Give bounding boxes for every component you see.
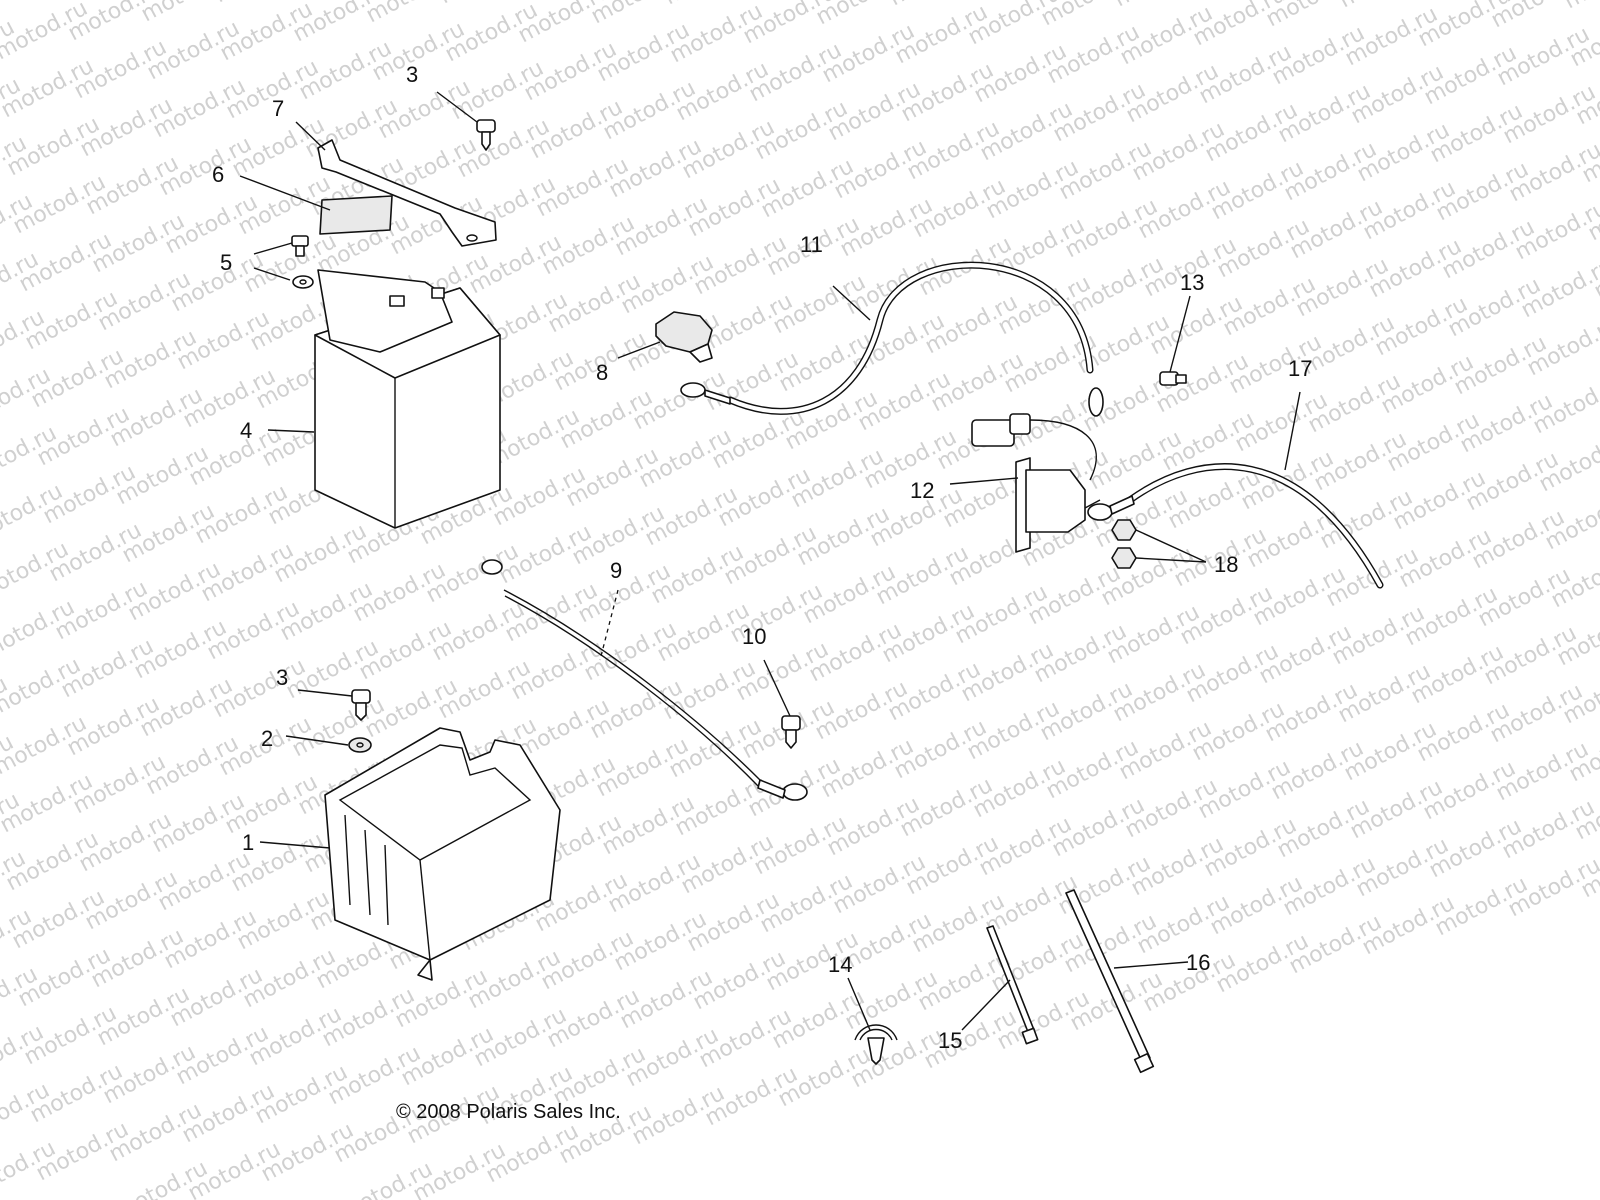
watermark-text-106: motod.ru	[1560, 0, 1600, 14]
callout-5: 5	[220, 250, 232, 275]
callout-7: 7	[272, 96, 284, 121]
part-2-washer	[348, 737, 372, 753]
callout-4: 4	[240, 418, 252, 443]
part-13-bolt	[1159, 371, 1187, 386]
callout-3-top: 3	[406, 62, 418, 87]
callout-1: 1	[242, 830, 254, 855]
leader-lines	[239, 91, 1301, 1031]
part-18-nuts	[1111, 519, 1137, 569]
callout-labels: 1 2 3 3 4 5 6 7 8 9 10 11 12 13 14 15 16…	[212, 62, 1312, 1053]
part-9-cable	[481, 559, 808, 801]
part-11-cable	[680, 261, 1104, 417]
callout-8: 8	[596, 360, 608, 385]
copyright-notice: © 2008 Polaris Sales Inc.	[396, 1101, 621, 1123]
callout-18: 18	[1214, 552, 1238, 577]
part-14-clip	[854, 1024, 898, 1065]
part-7-battery-strap	[317, 139, 497, 247]
part-1-battery-box	[324, 727, 561, 981]
callout-9: 9	[610, 558, 622, 583]
callout-2: 2	[261, 726, 273, 751]
callout-14: 14	[828, 952, 852, 977]
part-3-bolt-top	[476, 119, 496, 151]
part-5-bolt-washer	[291, 235, 314, 289]
part-3-bolt-lower	[351, 689, 371, 721]
part-17-cable	[1087, 463, 1384, 589]
part-12-solenoid	[971, 413, 1101, 553]
callout-13: 13	[1180, 270, 1204, 295]
callout-3-lower: 3	[276, 665, 288, 690]
callout-12: 12	[910, 478, 934, 503]
callout-16: 16	[1186, 950, 1210, 975]
part-10-bolt	[781, 715, 801, 749]
part-8-terminal-cover	[655, 311, 713, 363]
callout-6: 6	[212, 162, 224, 187]
part-6-label	[319, 195, 393, 235]
part-4-battery	[314, 269, 501, 529]
callout-10: 10	[742, 624, 766, 649]
callout-17: 17	[1288, 356, 1312, 381]
callout-15: 15	[938, 1028, 962, 1053]
callout-11: 11	[800, 232, 823, 257]
part-15-cable-tie	[986, 925, 1039, 1045]
part-16-cable-tie	[1065, 889, 1155, 1074]
